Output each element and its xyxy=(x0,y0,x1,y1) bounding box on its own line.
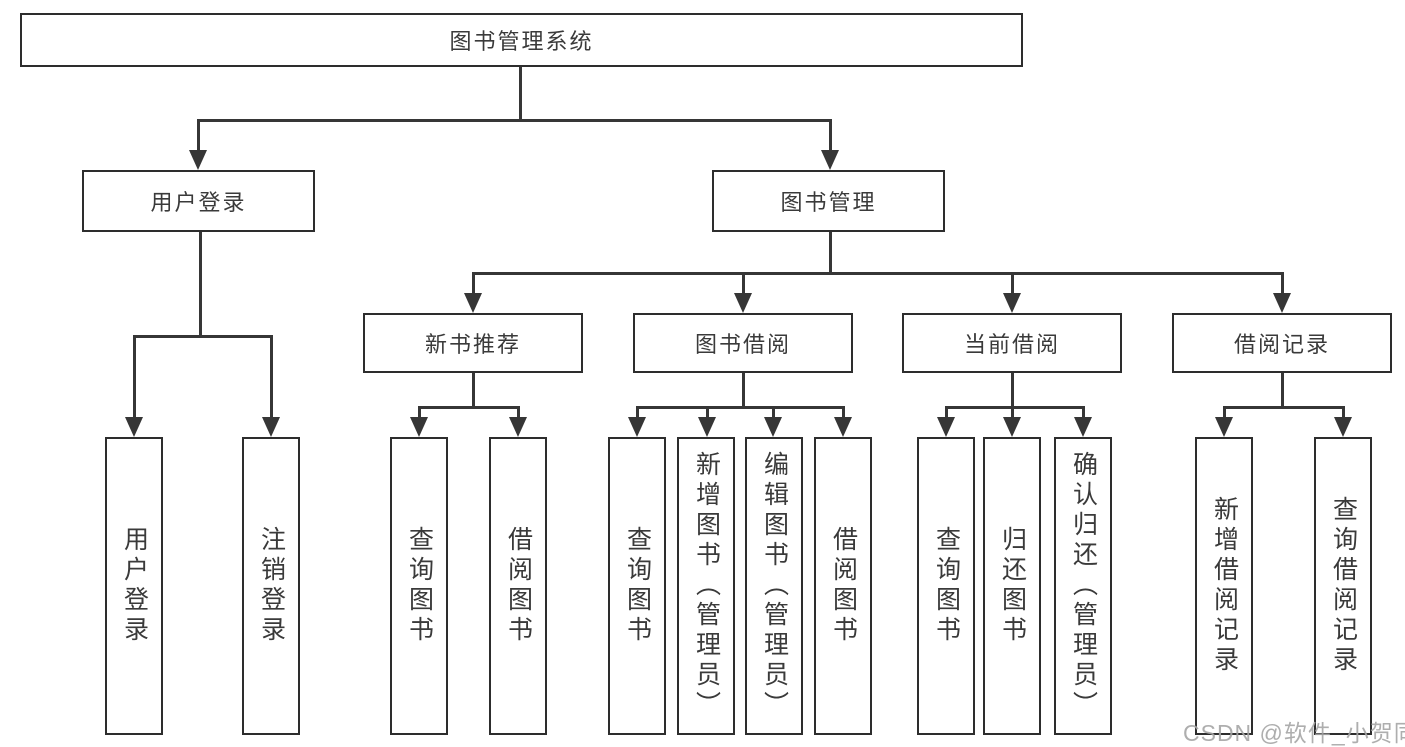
leaf-query-books-3-label: 查询图书 xyxy=(932,526,961,646)
leaf-confirm-return-admin-label: 确认归还（管理员） xyxy=(1069,451,1098,721)
leaf-add-books-admin-label: 新增图书（管理员） xyxy=(692,451,721,721)
connector-book-mgmt-stub xyxy=(829,232,832,275)
arrow-down-icon xyxy=(628,417,646,437)
leaf-borrow-books-2-label: 借阅图书 xyxy=(829,526,858,646)
arrow-down-icon xyxy=(1003,417,1021,437)
connector-arrow-stem xyxy=(842,406,845,419)
leaf-return-books-label: 归还图书 xyxy=(998,526,1027,646)
node-user-login-label: 用户登录 xyxy=(150,190,247,215)
connector-arrow-stem xyxy=(270,335,273,419)
arrow-down-icon xyxy=(734,293,752,313)
leaf-query-books-1-label: 查询图书 xyxy=(405,526,434,646)
leaf-add-borrow-record-label: 新增借阅记录 xyxy=(1210,496,1239,676)
leaf-borrow-books-2: 借阅图书 xyxy=(814,437,872,735)
connector-stub xyxy=(742,373,745,409)
connector-arrow-stem xyxy=(1342,406,1345,419)
node-root: 图书管理系统 xyxy=(20,13,1023,67)
connector-arrow-stem xyxy=(772,406,775,419)
connector-rail xyxy=(636,406,845,409)
arrow-down-icon xyxy=(262,417,280,437)
connector-arrow-stem xyxy=(636,406,639,419)
connector-stub xyxy=(1011,373,1014,409)
connector-stub xyxy=(1281,373,1284,409)
connector-root-stub xyxy=(519,67,522,122)
leaf-add-books-admin: 新增图书（管理员） xyxy=(677,437,735,735)
leaf-add-borrow-record: 新增借阅记录 xyxy=(1195,437,1253,735)
leaf-confirm-return-admin: 确认归还（管理员） xyxy=(1054,437,1112,735)
leaf-query-borrow-record-label: 查询借阅记录 xyxy=(1329,496,1358,676)
node-current-borrow-label: 当前借阅 xyxy=(963,332,1060,357)
leaf-logout-label: 注销登录 xyxy=(257,526,286,646)
arrow-down-icon xyxy=(1003,293,1021,313)
connector-rail xyxy=(1223,406,1345,409)
arrow-down-icon xyxy=(189,150,207,170)
node-current-borrow: 当前借阅 xyxy=(902,313,1122,373)
arrow-down-icon xyxy=(125,417,143,437)
connector-arrow-stem xyxy=(945,406,948,419)
arrow-down-icon xyxy=(764,417,782,437)
connector-arrow-stem xyxy=(1011,406,1014,419)
arrow-down-icon xyxy=(937,417,955,437)
node-new-book-recommend-label: 新书推荐 xyxy=(424,332,521,357)
node-new-book-recommend: 新书推荐 xyxy=(363,313,583,373)
connector-rail xyxy=(418,406,520,409)
connector-arrow-stem xyxy=(1011,272,1014,295)
connector-level1-rail xyxy=(197,119,832,122)
node-user-login: 用户登录 xyxy=(82,170,315,232)
leaf-query-books-1: 查询图书 xyxy=(390,437,448,735)
connector-arrow-stem xyxy=(1281,272,1284,295)
leaf-query-borrow-record: 查询借阅记录 xyxy=(1314,437,1372,735)
connector-arrow-stem xyxy=(197,119,200,152)
connector-arrow-stem xyxy=(829,119,832,152)
leaf-query-books-2-label: 查询图书 xyxy=(623,526,652,646)
node-book-mgmt-label: 图书管理 xyxy=(780,190,877,215)
connector-arrow-stem xyxy=(706,406,709,419)
node-book-borrow: 图书借阅 xyxy=(633,313,853,373)
connector-rail xyxy=(945,406,1085,409)
connector-stub xyxy=(472,373,475,409)
leaf-user-login-label: 用户登录 xyxy=(120,526,149,646)
leaf-borrow-books-1: 借阅图书 xyxy=(489,437,547,735)
leaf-query-books-2: 查询图书 xyxy=(608,437,666,735)
connector-user-login-rail xyxy=(133,335,273,338)
connector-arrow-stem xyxy=(742,272,745,295)
arrow-down-icon xyxy=(1215,417,1233,437)
leaf-edit-books-admin-label: 编辑图书（管理员） xyxy=(760,451,789,721)
arrow-down-icon xyxy=(698,417,716,437)
arrow-down-icon xyxy=(1334,417,1352,437)
connector-book-mgmt-rail xyxy=(472,272,1284,275)
connector-arrow-stem xyxy=(1223,406,1226,419)
leaf-user-login: 用户登录 xyxy=(105,437,163,735)
arrow-down-icon xyxy=(509,417,527,437)
connector-arrow-stem xyxy=(133,335,136,419)
leaf-return-books: 归还图书 xyxy=(983,437,1041,735)
node-book-mgmt: 图书管理 xyxy=(712,170,945,232)
node-book-borrow-label: 图书借阅 xyxy=(694,332,791,357)
arrow-down-icon xyxy=(821,150,839,170)
arrow-down-icon xyxy=(834,417,852,437)
connector-user-login-stub xyxy=(199,232,202,338)
csdn-watermark: CSDN @软件_小贺同学 xyxy=(1183,720,1405,746)
leaf-logout: 注销登录 xyxy=(242,437,300,735)
arrow-down-icon xyxy=(1273,293,1291,313)
node-borrow-records: 借阅记录 xyxy=(1172,313,1392,373)
node-root-label: 图书管理系统 xyxy=(449,29,594,54)
connector-arrow-stem xyxy=(418,406,421,419)
leaf-query-books-3: 查询图书 xyxy=(917,437,975,735)
connector-arrow-stem xyxy=(472,272,475,295)
node-borrow-records-label: 借阅记录 xyxy=(1233,332,1330,357)
leaf-edit-books-admin: 编辑图书（管理员） xyxy=(745,437,803,735)
arrow-down-icon xyxy=(1074,417,1092,437)
connector-arrow-stem xyxy=(517,406,520,419)
leaf-borrow-books-1-label: 借阅图书 xyxy=(504,526,533,646)
arrow-down-icon xyxy=(410,417,428,437)
connector-arrow-stem xyxy=(1082,406,1085,419)
arrow-down-icon xyxy=(464,293,482,313)
